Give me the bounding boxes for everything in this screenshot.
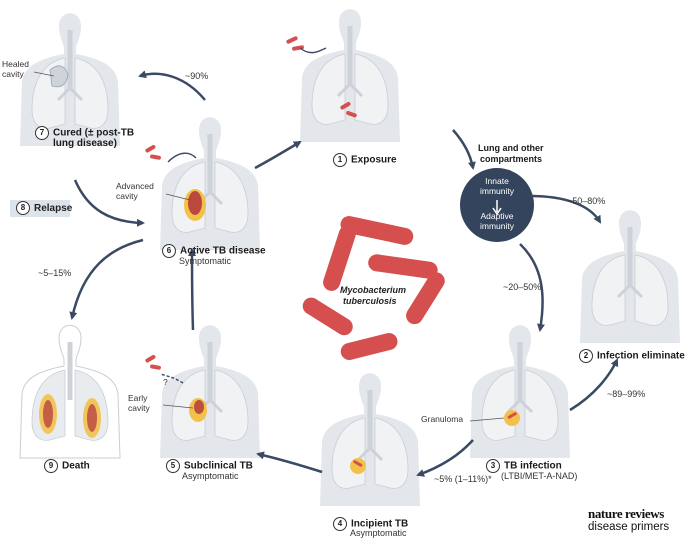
innate-line2: immunity bbox=[479, 186, 514, 197]
compartments-heading-line2: compartments bbox=[480, 154, 543, 164]
advanced-cavity-core bbox=[188, 191, 202, 215]
stage-title: Infection eliminated bbox=[597, 350, 685, 362]
stage-title: Relapse bbox=[34, 203, 73, 214]
stage-incipient-sub: Asymptomatic bbox=[350, 528, 407, 538]
figure-death bbox=[19, 324, 121, 459]
granuloma-label: Granuloma bbox=[421, 414, 464, 424]
stage-number-badge: 2 bbox=[579, 349, 593, 363]
figure-tb-infection bbox=[468, 323, 572, 460]
expel-arrow-active bbox=[167, 152, 197, 163]
healed-cavity-lesion bbox=[49, 65, 69, 88]
stage-subclinical-label: 5 Subclinical TB bbox=[166, 459, 253, 473]
leader-lines bbox=[33, 71, 505, 422]
death-lesion-core-left bbox=[43, 400, 53, 428]
relapse-box: 8 Relapse bbox=[10, 200, 73, 217]
stage-exposure-label: 1 Exposure bbox=[333, 153, 397, 167]
stage-active-sub: Symptomatic bbox=[179, 256, 232, 266]
stage-number-badge: 4 bbox=[333, 517, 347, 531]
granuloma-lesion bbox=[504, 410, 520, 426]
stage-cured-label: 7 Cured (± post-TB bbox=[35, 126, 134, 140]
stage-title: Cured (± post-TB bbox=[53, 127, 135, 139]
figure-exposure bbox=[298, 7, 402, 144]
stage-title: TB infection bbox=[504, 460, 562, 472]
adaptive-line1: Adaptive bbox=[480, 211, 514, 221]
transition-arrows bbox=[69, 70, 619, 477]
small-bacilli bbox=[145, 36, 517, 467]
figure-active-tb bbox=[158, 115, 262, 252]
stage-active-label: 6 Active TB disease bbox=[162, 244, 266, 258]
stage-cured-label-line2: lung disease) bbox=[53, 138, 117, 149]
stage-subclinical-sub: Asymptomatic bbox=[182, 471, 239, 481]
stage-title: Incipient TB bbox=[351, 518, 409, 530]
annotation-line: Healed bbox=[2, 59, 29, 69]
stage-number-badge: 6 bbox=[162, 244, 176, 258]
stage-number-badge: 5 bbox=[166, 459, 180, 473]
adaptive-line2: immunity bbox=[479, 221, 514, 232]
annotation-line: Early bbox=[128, 393, 148, 403]
stage-number-badge: 3 bbox=[486, 459, 500, 473]
innate-line1: Innate bbox=[485, 176, 509, 186]
stage-eliminated-label: 2 Infection eliminated bbox=[579, 349, 685, 363]
figure-incipient-tb bbox=[318, 371, 422, 508]
stage-title: Subclinical TB bbox=[184, 460, 253, 472]
compartments-heading: Lung and other bbox=[478, 143, 544, 153]
stage-title: Active TB disease bbox=[180, 245, 266, 257]
stage-number-badge: 8 bbox=[16, 201, 30, 216]
stage-tb-infection-sub: (LTBI/MET-A-NAD) bbox=[501, 471, 578, 481]
organism-label-line1: Mycobacterium bbox=[340, 285, 407, 295]
stage-incipient-label: 4 Incipient TB bbox=[333, 517, 408, 531]
brand-logo-line1: nature reviews bbox=[588, 506, 664, 521]
pct-infection-to-incipient: ~5% (1–11%)* bbox=[434, 474, 492, 484]
figure-subclinical-tb bbox=[158, 323, 262, 460]
brand-logo-line2: disease primers bbox=[588, 521, 670, 533]
figure-infection-eliminated bbox=[578, 208, 682, 345]
stage-number-badge: 7 bbox=[35, 126, 49, 140]
incipient-lesion bbox=[350, 458, 366, 474]
pct-infection-to-eliminated: ~89–99% bbox=[607, 389, 646, 399]
annotation-line: cavity bbox=[128, 402, 150, 413]
stage-title: Death bbox=[62, 460, 90, 472]
pct-exposure-to-infection: ~20–50% bbox=[503, 282, 542, 292]
stage-tb-infection-label: 3 TB infection bbox=[486, 459, 562, 473]
annotation-line: cavity bbox=[2, 68, 24, 79]
mycobacterium-cluster bbox=[302, 216, 445, 360]
annotation-line: Advanced bbox=[116, 181, 154, 191]
expel-arrow-subclinical bbox=[159, 373, 184, 384]
annotation-line: cavity bbox=[116, 190, 138, 201]
stage-title: Exposure bbox=[351, 154, 397, 166]
early-cavity-core bbox=[194, 400, 204, 414]
death-lesion-core-right bbox=[87, 404, 97, 432]
pct-active-to-cured: ~90% bbox=[185, 71, 209, 81]
stage-death-label: 9 Death bbox=[44, 459, 90, 473]
stage-number-badge: 9 bbox=[44, 459, 58, 473]
pct-exposure-to-eliminated: ~50–80% bbox=[567, 196, 606, 206]
organism-label-line2: tuberculosis bbox=[343, 296, 397, 306]
inhale-arrow bbox=[299, 47, 327, 54]
stage-number-badge: 1 bbox=[333, 153, 347, 167]
pct-active-to-death: ~5–15% bbox=[38, 268, 72, 278]
question-mark: ? bbox=[163, 377, 168, 387]
